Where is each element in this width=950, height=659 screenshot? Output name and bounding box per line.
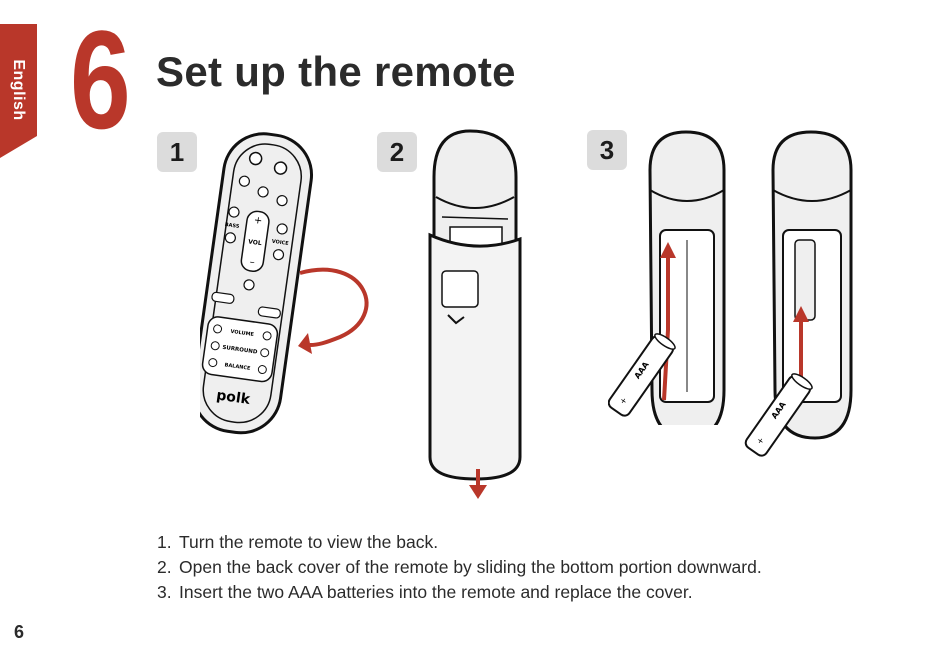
instruction-item: 1. Turn the remote to view the back.: [157, 531, 837, 553]
aaa-battery-right: AAA +: [744, 373, 813, 457]
remote-back-illustration: [428, 129, 522, 499]
surround-label: SURROUND: [222, 345, 258, 356]
svg-text:+: +: [755, 435, 766, 446]
brand-logo: polk: [215, 387, 251, 408]
surround-panel: [201, 316, 279, 383]
vol-label: VOL: [248, 238, 262, 247]
slide-chevron-icon: [447, 314, 465, 325]
step-badge-3: 3: [587, 130, 627, 170]
language-label: English: [10, 59, 27, 121]
rotate-arrow-icon: [299, 267, 369, 347]
instruction-item: 2. Open the back cover of the remote by …: [157, 556, 837, 578]
instruction-text: Open the back cover of the remote by sli…: [179, 557, 762, 577]
section-number: 6: [70, 1, 131, 158]
step-badge-1: 1: [157, 132, 197, 172]
power-button-icon: [248, 151, 263, 166]
instruction-text: Insert the two AAA batteries into the re…: [179, 582, 693, 602]
remote-front-illustration: + VOL – BASS VOICE VOLUME SURROUND BALAN…: [200, 132, 369, 435]
instruction-number: 1.: [157, 532, 172, 552]
svg-text:+: +: [618, 395, 629, 406]
volume-label: VOLUME: [230, 329, 255, 338]
svg-text:+: +: [253, 215, 263, 227]
page-number: 6: [14, 622, 25, 642]
language-tab: English: [0, 24, 37, 158]
remote-open-left-illustration: AAA +: [608, 130, 726, 425]
svg-text:–: –: [249, 257, 255, 269]
page-title: Set up the remote: [156, 48, 516, 95]
instruction-number: 3.: [157, 582, 172, 602]
mute-button-icon: [243, 279, 255, 291]
instruction-item: 3. Insert the two AAA batteries into the…: [157, 581, 837, 603]
aaa-battery-left: AAA +: [608, 333, 676, 417]
remote-open-right-illustration: AAA +: [744, 130, 853, 457]
step-badge-2: 2: [377, 132, 417, 172]
source-button-icon: [273, 161, 288, 175]
bluetooth-button-icon: [276, 195, 288, 207]
voice-label: VOICE: [271, 239, 289, 247]
balance-label: BALANCE: [224, 362, 251, 372]
instruction-list: 1. Turn the remote to view the back. 2. …: [157, 531, 837, 606]
instruction-number: 2.: [157, 557, 172, 577]
language-tab-shape: [0, 24, 37, 158]
volume-rocker: [240, 210, 270, 272]
insert-arrow-icon: [662, 250, 670, 401]
instruction-text: Turn the remote to view the back.: [179, 532, 439, 552]
bass-label: BASS: [224, 222, 240, 230]
